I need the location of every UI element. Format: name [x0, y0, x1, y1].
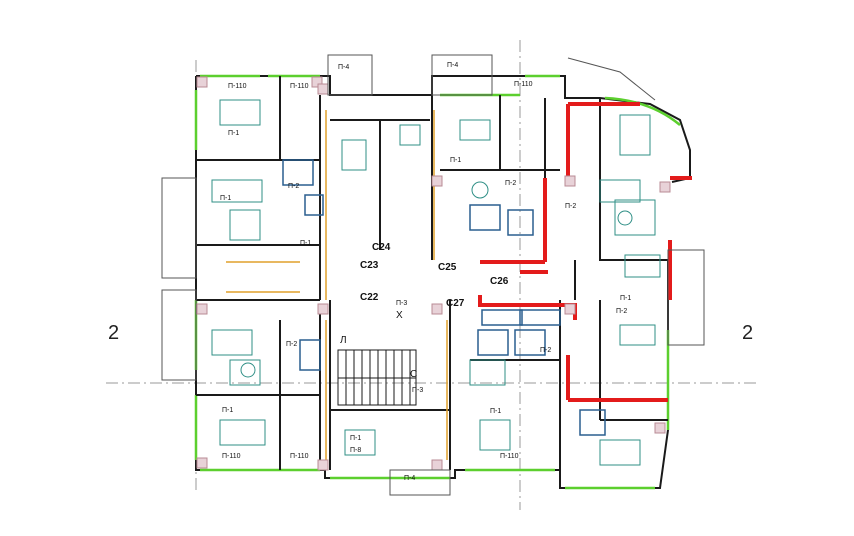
- cell-label-С22: С22: [360, 292, 379, 303]
- columns: [196, 76, 671, 471]
- plan-labels: С22С23С24С25С26С27ЛСХП-1П-1П-1П-1П-1П-1П…: [220, 62, 631, 482]
- room-tag-15: П-3: [412, 387, 423, 394]
- balconies: [161, 54, 705, 496]
- room-tag-24: П-110: [500, 453, 519, 460]
- room-tag-19: П-110: [228, 83, 247, 90]
- room-tag-11: П-2: [565, 203, 576, 210]
- room-tag-25: П-8: [350, 447, 361, 454]
- stair-c-label: С: [410, 369, 417, 380]
- room-tag-21: П-110: [222, 453, 241, 460]
- room-tag-6: П-1: [350, 435, 361, 442]
- room-tag-13: П-2: [616, 308, 627, 315]
- room-tag-8: П-2: [288, 183, 299, 190]
- room-tag-9: П-2: [286, 341, 297, 348]
- room-tag-22: П-110: [290, 453, 309, 460]
- room-tag-14: П-3: [396, 300, 407, 307]
- interior-walls: [196, 76, 668, 470]
- room-tag-10: П-2: [505, 180, 516, 187]
- room-tag-2: П-1: [300, 240, 311, 247]
- staircase: [337, 349, 417, 406]
- room-tag-0: П-1: [228, 130, 239, 137]
- room-tag-23: П-110: [514, 81, 533, 88]
- cell-label-С23: С23: [360, 260, 379, 271]
- fire-rated-walls: [478, 102, 692, 402]
- room-tag-20: П-110: [290, 83, 309, 90]
- room-tag-4: П-1: [620, 295, 631, 302]
- room-tag-7: П-1: [490, 408, 501, 415]
- room-tag-3: П-1: [450, 157, 461, 164]
- exterior-walls: [195, 75, 691, 489]
- cell-label-С25: С25: [438, 262, 457, 273]
- cell-label-С26: С26: [490, 276, 509, 287]
- stair-label: Л: [340, 335, 347, 346]
- windows: [194, 74, 681, 490]
- grid-axis-label-left: 2: [108, 322, 120, 344]
- room-tag-1: П-1: [220, 195, 231, 202]
- cell-label-С27: С27: [446, 298, 465, 309]
- room-tag-18: П-4: [404, 475, 415, 482]
- room-tag-12: П-2: [540, 347, 551, 354]
- room-tag-5: П-1: [222, 407, 233, 414]
- furniture: [211, 99, 661, 466]
- utility-lines: [226, 110, 448, 460]
- plumbing-fixtures: [282, 159, 606, 436]
- grid-axis-label-right: 2: [742, 322, 754, 344]
- room-tag-17: П-4: [338, 64, 349, 71]
- cell-label-С24: С24: [372, 242, 391, 253]
- room-tag-16: П-4: [447, 62, 458, 69]
- center-x-label: Х: [396, 310, 403, 321]
